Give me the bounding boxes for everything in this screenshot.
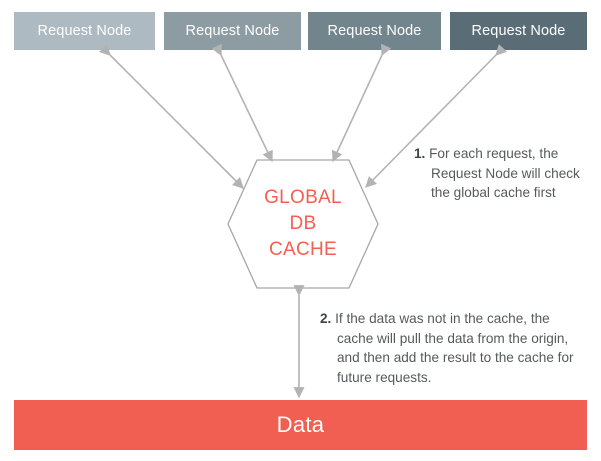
annotation-1-number: 1. bbox=[414, 146, 426, 161]
annotation-step-2: 2. If the data was not in the cache, the… bbox=[320, 309, 588, 387]
request-node-box-1[interactable]: Request Node bbox=[14, 12, 155, 50]
request-node-box-4[interactable]: Request Node bbox=[450, 12, 587, 50]
cache-label-line-2: DB bbox=[289, 213, 317, 234]
connector-arrow-node3-cache bbox=[332, 43, 392, 163]
global-db-cache-label: GLOBAL DB CACHE bbox=[228, 185, 378, 263]
annotation-1-text: For each request, the Request Node will … bbox=[425, 146, 580, 200]
request-node-label: Request Node bbox=[327, 23, 422, 39]
cache-label-line-3: CACHE bbox=[268, 239, 337, 260]
connector-arrow-node2-cache bbox=[211, 43, 273, 163]
request-node-label: Request Node bbox=[37, 23, 132, 39]
connector-arrow-node1-cache bbox=[99, 44, 244, 189]
request-node-label: Request Node bbox=[185, 23, 280, 39]
connector-arrow-node4-cache bbox=[365, 44, 507, 188]
data-store-bar[interactable]: Data bbox=[14, 400, 587, 450]
annotation-step-1: 1. For each request, the Request Node wi… bbox=[414, 144, 594, 203]
cache-label-line-1: GLOBAL bbox=[264, 187, 342, 208]
data-store-label: Data bbox=[276, 412, 325, 437]
request-node-label: Request Node bbox=[471, 23, 566, 39]
annotation-2-text: If the data was not in the cache, the ca… bbox=[331, 311, 574, 385]
annotation-2-number: 2. bbox=[320, 311, 332, 326]
